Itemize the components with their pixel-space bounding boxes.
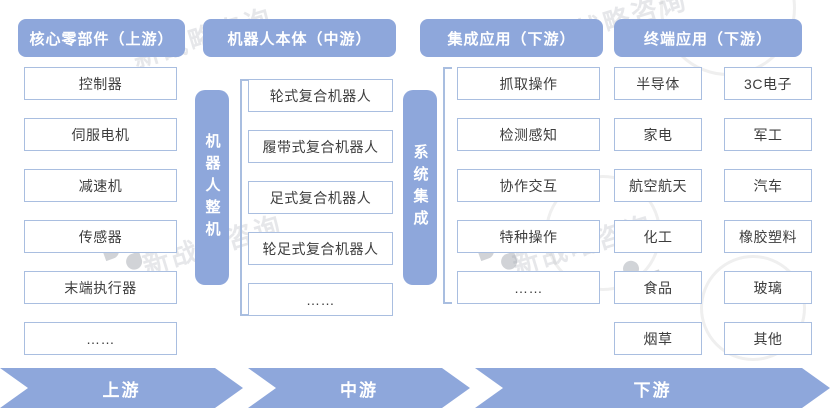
- bracket-integration-apps: [443, 67, 452, 304]
- core-item-end-effector: 末端执行器: [24, 271, 177, 304]
- terminal-item-3c-electronics: 3C电子: [724, 67, 812, 100]
- robot-item-ellipsis: ……: [248, 283, 393, 316]
- terminal-item-automotive: 汽车: [724, 169, 812, 202]
- terminal-item-aerospace: 航空航天: [614, 169, 702, 202]
- integration-item-ellipsis: ……: [457, 271, 600, 304]
- terminal-item-rubber-plastic: 橡胶塑料: [724, 220, 812, 253]
- header-robot-body: 机器人本体（中游）: [203, 19, 396, 57]
- robot-item-legged: 足式复合机器人: [248, 181, 393, 214]
- terminal-item-tobacco: 烟草: [614, 322, 702, 355]
- bar-system-integration: 系统集成: [403, 90, 437, 285]
- robot-item-tracked: 履带式复合机器人: [248, 130, 393, 163]
- core-item-reducer: 减速机: [24, 169, 177, 202]
- terminal-item-home-appliance: 家电: [614, 118, 702, 151]
- terminal-item-glass: 玻璃: [724, 271, 812, 304]
- terminal-item-food: 食品: [614, 271, 702, 304]
- terminal-item-chemical: 化工: [614, 220, 702, 253]
- header-integration-apps: 集成应用（下游）: [420, 19, 603, 57]
- robot-item-wheel-legged: 轮足式复合机器人: [248, 232, 393, 265]
- arrow-midstream: 中游: [248, 368, 470, 408]
- core-item-ellipsis: ……: [24, 322, 177, 355]
- core-item-sensor: 传感器: [24, 220, 177, 253]
- bar-robot-complete-machine: 机器人整机: [195, 90, 229, 285]
- terminal-item-military: 军工: [724, 118, 812, 151]
- terminal-item-semiconductor: 半导体: [614, 67, 702, 100]
- integration-item-collaboration: 协作交互: [457, 169, 600, 202]
- core-item-servo-motor: 伺服电机: [24, 118, 177, 151]
- header-terminal-apps: 终端应用（下游）: [614, 19, 802, 57]
- core-item-controller: 控制器: [24, 67, 177, 100]
- arrow-upstream: 上游: [0, 368, 243, 408]
- integration-item-grasping: 抓取操作: [457, 67, 600, 100]
- integration-item-detection: 检测感知: [457, 118, 600, 151]
- header-core-components: 核心零部件（上游）: [18, 19, 185, 57]
- arrow-downstream: 下游: [475, 368, 830, 408]
- robot-item-wheeled: 轮式复合机器人: [248, 79, 393, 112]
- bracket-robot-types: [240, 79, 249, 316]
- terminal-item-other: 其他: [724, 322, 812, 355]
- integration-item-special-ops: 特种操作: [457, 220, 600, 253]
